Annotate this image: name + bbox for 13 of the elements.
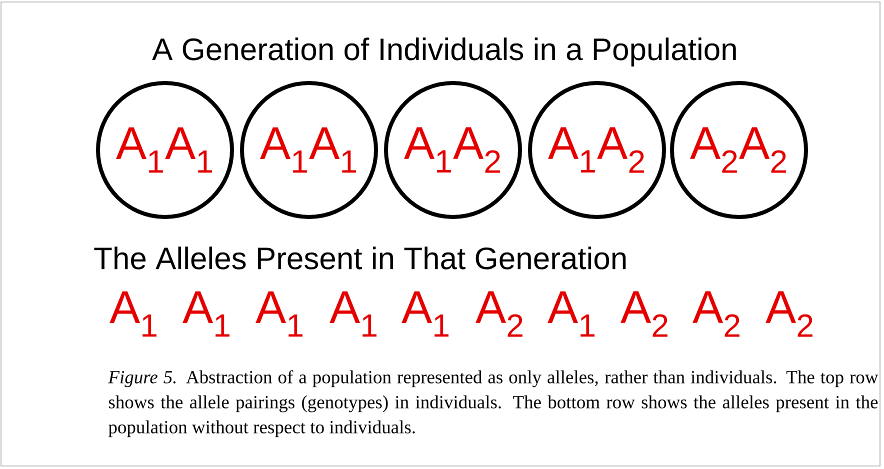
allele-label: A$_{2}$: [476, 291, 522, 337]
allele-label: A$_{1}$: [256, 291, 302, 337]
allele-label: A$_{1}$: [548, 291, 594, 337]
title: A Generation of Individuals in a Population: [152, 38, 736, 66]
allele-label: A$_{1}$: [182, 291, 230, 337]
heading: The Alleles Present in That Generation: [94, 246, 626, 270]
allele-label: A$_{1}$: [110, 291, 156, 337]
allele-label: A$_{1}$: [402, 291, 448, 337]
allele-label: A$_{2}$: [766, 291, 812, 337]
allele-label: A$_{1}$: [330, 291, 376, 337]
allele-label: A$_{2}$: [692, 291, 740, 337]
caption: Figure 5. Abstraction of a population represented as only alleles, rather than individuals. The top row shows the allele pairings (genotypes) in individuals. The bottom row shows the alleles present in the population without respect to individuals.: [108, 370, 878, 438]
allele-label: A$_{2}$: [620, 291, 668, 337]
